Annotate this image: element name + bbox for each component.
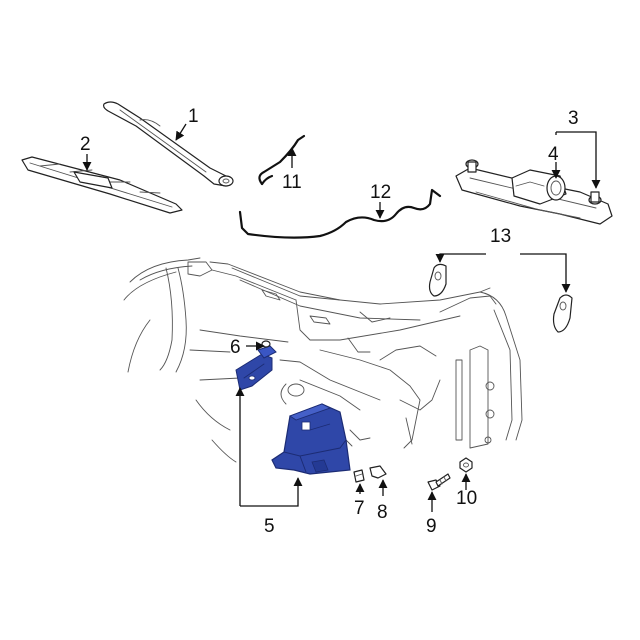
washer-reservoir: [271, 403, 351, 475]
callout-13: 13: [490, 226, 511, 247]
callout-11: 11: [282, 172, 302, 193]
washer-hose: [238, 188, 442, 239]
wiper-blade: [21, 156, 183, 214]
wiper-arm: [103, 101, 234, 187]
callout-9: 9: [426, 516, 437, 537]
callout-12: 12: [370, 182, 391, 203]
callout-labels: 1 2 3 4 5 6 7 8 9 10 11 12 13: [80, 106, 579, 537]
nozzle-hose-small: [258, 134, 306, 186]
callout-8: 8: [377, 502, 388, 523]
callout-10: 10: [456, 488, 477, 509]
clip: [353, 469, 365, 483]
retainer: [369, 465, 387, 479]
reservoir-bracket: [235, 345, 277, 391]
wiper-linkage-motor: [455, 159, 613, 225]
washer-nozzles: [428, 263, 573, 333]
callout-6: 6: [230, 337, 241, 358]
callout-5: 5: [264, 516, 275, 537]
callout-1: 1: [188, 106, 199, 127]
callout-3: 3: [568, 108, 579, 129]
vehicle-body-outline: [123, 257, 523, 463]
callout-7: 7: [354, 498, 365, 519]
callout-4: 4: [548, 144, 559, 165]
bolt: [427, 473, 451, 491]
nut: [459, 457, 473, 473]
callout-2: 2: [80, 134, 91, 155]
leader-lines: [82, 123, 601, 512]
